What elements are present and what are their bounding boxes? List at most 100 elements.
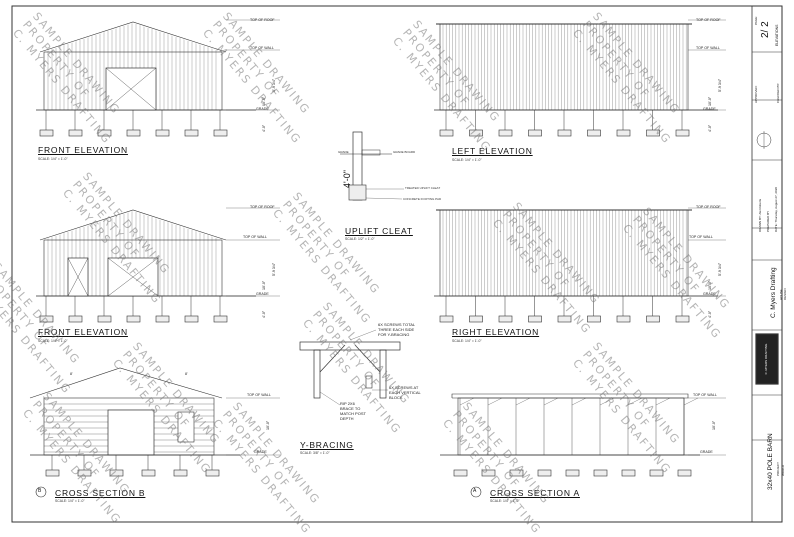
front-elevation-2-footing	[155, 315, 170, 323]
tb-date: DATE: Thursday, August 27, 2020	[774, 186, 778, 232]
front-elevation-1-footing	[155, 129, 170, 137]
cross-section-b-footing	[141, 469, 156, 477]
cleat-footing-pad	[348, 184, 367, 201]
level-top-of-roof: TOP OF ROOF	[696, 18, 721, 22]
tb-company-line3: DESIGN	[783, 288, 787, 300]
dim-roof: 5'-9 3/4"	[718, 78, 722, 92]
right-elevation-footing	[616, 315, 631, 323]
right-elevation-title: RIGHT ELEVATION	[452, 327, 540, 337]
right-elevation-footing	[469, 315, 483, 323]
dim-wall: 10'-0"	[712, 420, 716, 430]
dim-section-span: 8'	[185, 372, 188, 376]
ybrace-left-post	[313, 349, 321, 399]
front-elevation-2-footing	[126, 315, 141, 323]
cross-section-a-scale: SCALE: 1/4" = 1'-0"	[490, 499, 520, 503]
dim-section-span: 8'	[70, 372, 73, 376]
front-elevation-1-footing	[97, 129, 112, 137]
cross-section-a-title: CROSS SECTION A	[490, 488, 580, 498]
cross-section-b-door	[107, 409, 155, 456]
level-top-of-roof: TOP OF ROOF	[696, 205, 721, 209]
tb-page-label: PAGE:	[754, 16, 758, 25]
front-elevation-2-footing	[68, 315, 83, 323]
cross-section-a-brace	[627, 397, 643, 406]
cleat-grade-board-note: GRADE BOARD	[393, 150, 416, 154]
dim-roof: 5'-9 3/4"	[272, 262, 276, 276]
ybrace-vertical-block	[365, 375, 373, 389]
left-elevation-footing	[469, 129, 483, 137]
cleat-footing-note: CONCRETE FOOTING PAD	[403, 197, 442, 201]
tb-drawn-by: DRAWN BY: Ale Roberts	[758, 198, 762, 232]
cross-section-b-title: CROSS SECTION B	[55, 488, 146, 498]
tb-sheet-name: ELEVATIONS	[775, 24, 779, 46]
front-elevation-1-footing	[39, 129, 54, 137]
right-elevation-footing	[498, 315, 513, 323]
left-elevation-footing	[498, 129, 513, 137]
cross-section-a-footing	[509, 469, 524, 477]
front-elevation-2-door-brace	[67, 257, 89, 297]
cross-section-a-brace	[599, 397, 615, 406]
cleat-grade-board	[361, 149, 381, 156]
cross-section-a-footing	[593, 469, 608, 477]
cross-section-a-brace	[655, 397, 671, 406]
left-elevation-footing	[675, 129, 690, 137]
cross-section-b-roof	[29, 367, 223, 399]
tb-project-line2: PROJECT	[776, 461, 780, 476]
dim-post: 4'-0"	[708, 124, 712, 132]
ybrace-leader	[349, 329, 377, 341]
level-top-of-wall: TOP OF WALL	[689, 235, 713, 239]
cross-section-a-footing	[537, 469, 552, 477]
ybrace-left-brace	[319, 344, 346, 373]
cross-section-a-footing	[453, 469, 468, 477]
front-elevation-1-footing	[68, 129, 83, 137]
cleat-treated-note: TREATED UPLIFT CLEAT	[405, 186, 441, 190]
ybrace-leader	[319, 391, 341, 406]
cleat-leader	[365, 197, 403, 200]
front-elevation-2-footing	[97, 315, 112, 323]
ybrace-screws-total-note: 6X SCREWS TOTAL THREE EACH SIDE FOR Y-BR…	[378, 322, 416, 337]
level-grade: GRADE	[256, 292, 269, 296]
ybrace-right-brace	[354, 344, 381, 373]
ybrace-right-post	[379, 349, 387, 399]
dim-post: 4'-0"	[262, 310, 266, 318]
cross-section-a-footing	[649, 469, 664, 477]
front-elevation-2-roof	[39, 209, 227, 241]
section-a-marker: A	[473, 488, 477, 494]
ybrace-screws-block-note: 6X SCREWS AT EACH VERTICAL BLOCK	[389, 385, 421, 400]
front-elevation-1-footing	[126, 129, 141, 137]
tb-project-line3: WORLD	[781, 464, 785, 476]
dim-wall: 10'-0"	[266, 420, 270, 430]
front-elevation-2-footing	[39, 315, 54, 323]
front-elevation-1-title: FRONT ELEVATION	[38, 145, 128, 155]
uplift-cleat-title: UPLIFT CLEAT	[345, 226, 413, 236]
front-elevation-2-door-brace	[107, 257, 159, 297]
cross-section-a-brace	[543, 397, 559, 406]
section-b-marker: B	[38, 488, 42, 494]
front-elevation-1-footing	[213, 129, 228, 137]
ybrace-beam	[299, 341, 401, 351]
front-elevation-1-door-brace	[105, 67, 157, 111]
tb-project: 32x40 POLE BARN	[767, 433, 774, 490]
right-elevation-footing	[675, 315, 690, 323]
y-bracing-scale: SCALE: 3/8" = 1'-0"	[300, 451, 330, 455]
level-top-of-wall: TOP OF WALL	[250, 46, 274, 50]
left-elevation-footing	[646, 129, 660, 137]
section-b-bubble	[35, 486, 47, 498]
level-top-of-roof: TOP OF ROOF	[250, 18, 275, 22]
front-elevation-2-scale: SCALE: 1/4" = 1'-0"	[38, 339, 68, 343]
tb-page-number: 2/ 2	[760, 21, 771, 38]
cross-section-b-footing	[205, 469, 220, 477]
dim-post: 4'-0"	[262, 124, 266, 132]
cross-section-a-brace	[459, 397, 475, 406]
uplift-cleat-scale: SCALE: 1/2" = 1'-0"	[345, 237, 375, 241]
level-top-of-wall: TOP OF WALL	[696, 46, 720, 50]
right-elevation-footing	[528, 315, 542, 323]
cross-section-b-footing	[173, 469, 188, 477]
cross-section-b-window	[177, 411, 195, 443]
right-elevation-footing	[646, 315, 660, 323]
right-elevation-footing	[587, 315, 601, 323]
company-logo-text: C. MYERS DRAFTING	[764, 343, 768, 374]
cross-section-a-footing	[677, 469, 692, 477]
cross-section-a-brace	[487, 397, 503, 406]
level-grade: GRADE	[254, 450, 267, 454]
front-elevation-2-footing	[213, 315, 228, 323]
